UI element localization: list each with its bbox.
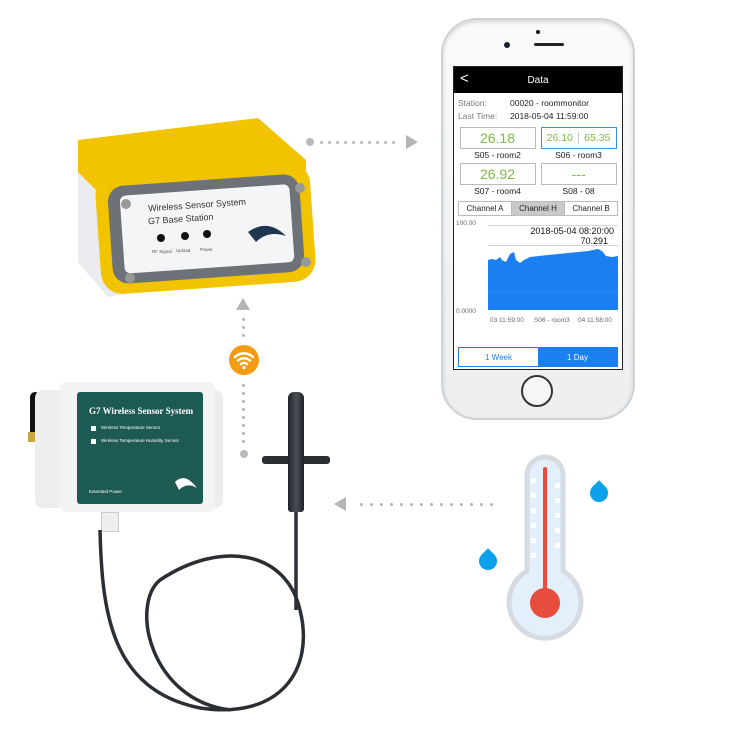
sensor-value: --- (540, 163, 617, 185)
sensor-value-split: 26.10 65.35 (540, 127, 617, 149)
sensor-name: S05 - room2 (474, 150, 521, 160)
transmitter-item: Wireless Temperature Sensor (101, 425, 161, 430)
wifi-badge (229, 345, 259, 375)
x-label-start: 03 11:59:00 (490, 317, 524, 324)
sensor-tile[interactable]: 26.92 S07 - room4 (458, 163, 537, 197)
tab-channel-h[interactable]: Channel H (512, 202, 565, 215)
x-label-end: 04 11:58:00 (578, 317, 612, 324)
home-button[interactable] (521, 375, 553, 407)
sensor-temp-value: 26.10 (542, 132, 579, 144)
gridline (488, 245, 618, 246)
station-info: Station: 00020 - roommonitor Last Time: 20… (454, 93, 622, 125)
app-screen: < Data Station: 00020 - roommonitor Last … (453, 66, 623, 370)
phone-sensor (536, 30, 540, 34)
tooltip-time: 2018-05-04 08:20:00 (530, 226, 614, 236)
nav-title: Data (527, 74, 549, 86)
sensor-value: 26.92 (459, 163, 536, 185)
range-1-day[interactable]: 1 Day (538, 348, 617, 366)
phone-speaker (534, 43, 564, 46)
y-max-label: 100.00 (456, 220, 476, 227)
probe-body (288, 392, 304, 512)
brand-logo-icon (175, 478, 197, 490)
sensor-grid: 26.18 S05 - room2 26.10 65.35 S06 - room… (458, 127, 618, 197)
wifi-icon (233, 352, 255, 370)
phone-camera (504, 42, 510, 48)
checkbox-icon (91, 426, 96, 431)
thermometer-icon (506, 454, 584, 641)
station-value: 00020 - roommonitor (510, 98, 589, 108)
sensor-humidity-value: 65.35 (584, 132, 611, 144)
arrow-left-icon (334, 497, 346, 511)
sensor-name: S08 - 08 (562, 186, 595, 196)
chevron-left-icon[interactable]: < (460, 70, 469, 87)
transmitter-footer: Extended Power (89, 489, 123, 494)
last-time-label: Last Time: (458, 111, 498, 121)
water-drop-icon (475, 548, 501, 574)
sensor-tile[interactable]: --- S08 - 08 (539, 163, 618, 197)
range-toggle: 1 Week 1 Day (458, 347, 618, 367)
history-chart[interactable]: 100.00 2018-05-04 08:20:00 70.291 0.0000… (454, 220, 622, 324)
transmitter-device: G7 Wireless Sensor System Wireless Tempe… (25, 380, 225, 532)
nav-bar: < Data (454, 67, 622, 93)
sensor-name: S07 - room4 (474, 186, 521, 196)
base-station-enclosure-icon (78, 118, 316, 297)
arrow-up-icon (236, 298, 250, 310)
gridline (488, 225, 618, 226)
transmitter-title: G7 Wireless Sensor System (89, 406, 194, 416)
water-drop-icon (586, 480, 612, 506)
last-time-value: 2018-05-04 11:59:00 (510, 111, 589, 121)
x-label-series: S06 - room3 (534, 317, 570, 324)
sensor-tile[interactable]: 26.18 S05 - room2 (458, 127, 537, 161)
sensor-value: 26.18 (459, 127, 536, 149)
range-1-week[interactable]: 1 Week (459, 348, 538, 366)
tab-channel-b[interactable]: Channel B (572, 204, 610, 213)
tab-channel-a[interactable]: Channel A (459, 202, 512, 215)
transmitter-item: Wireless Temperature Humidity Sensor (101, 438, 179, 443)
led-label-power: Power (200, 247, 213, 252)
led-label-upload: Upload (176, 248, 191, 253)
cable-gland (101, 512, 119, 532)
area-series (488, 249, 618, 310)
led-label-rf: RF Signal (152, 249, 172, 254)
tooltip-value: 70.291 (580, 236, 608, 246)
channel-tabs: Channel A Channel H Channel B (458, 201, 618, 216)
y-min-label: 0.0000 (456, 308, 476, 315)
base-station-device: Wireless Sensor System G7 Base Station R… (68, 112, 328, 302)
sensor-name: S06 - room3 (555, 150, 602, 160)
station-label: Station: (458, 98, 487, 108)
sensor-tile[interactable]: 26.10 65.35 S06 - room3 (539, 127, 618, 161)
checkbox-icon (91, 439, 96, 444)
arrow-right-icon (406, 135, 418, 149)
